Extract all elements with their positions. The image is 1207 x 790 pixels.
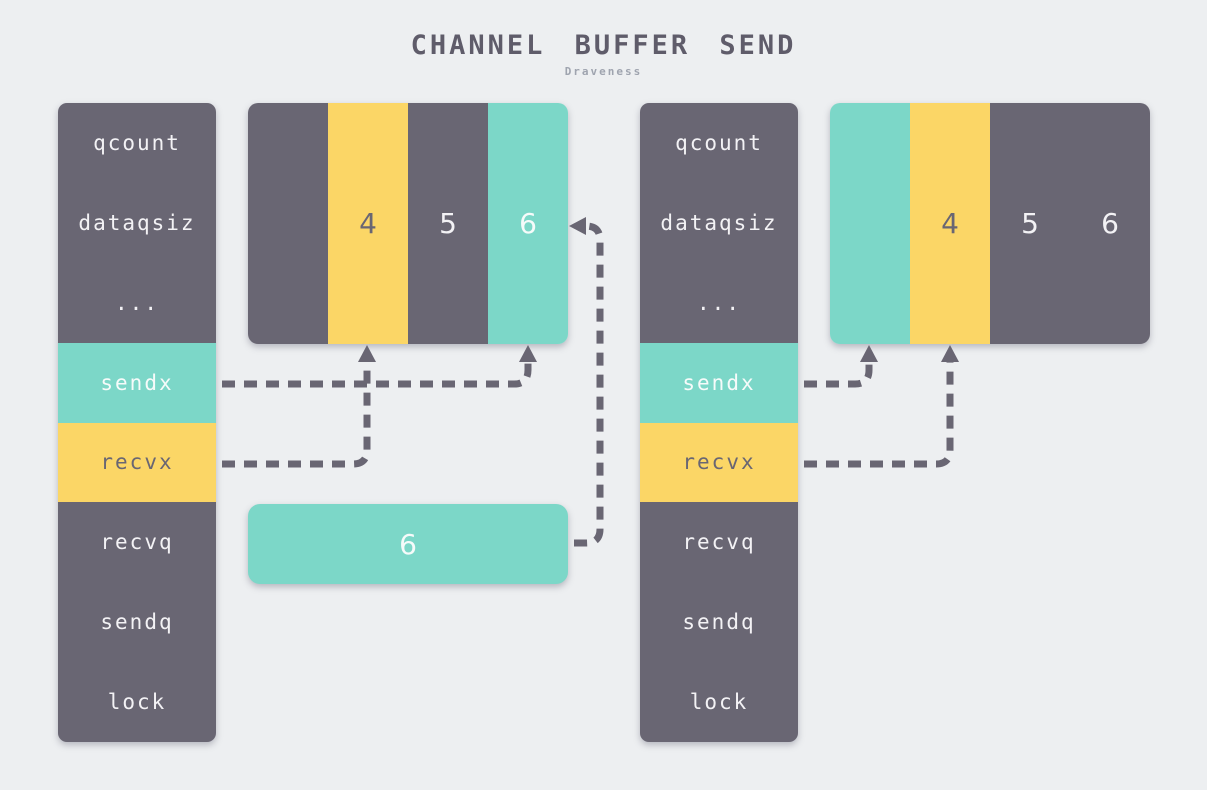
left-buffer-cell-1: 4 — [328, 103, 408, 344]
left-struct-field-recvq: recvq — [100, 530, 174, 555]
right-struct-field-ellipsis: ... — [697, 290, 741, 315]
left-buffer-cell-0 — [248, 103, 328, 344]
left-buffer-array: 4 5 6 — [248, 103, 568, 344]
right-buffer-cell-2: 5 — [990, 103, 1070, 344]
right-struct-field-sendq: sendq — [682, 610, 756, 635]
right-struct-field-sendx: sendx — [640, 342, 798, 423]
left-buffer-cell-3: 6 — [488, 103, 568, 344]
left-struct-field-dataqsiz: dataqsiz — [78, 210, 196, 235]
diagram-subtitle: Draveness — [564, 65, 643, 78]
left-buffer-cell-2: 5 — [408, 103, 488, 344]
left-struct-field-sendq: sendq — [100, 610, 174, 635]
left-struct-field-ellipsis: ... — [115, 290, 159, 315]
right-struct-field-qcount: qcount — [675, 130, 763, 155]
right-struct-field-lock: lock — [689, 690, 749, 715]
right-channel-struct: qcount dataqsiz ... sendx recvx recvq se… — [640, 103, 798, 742]
arrow-value-box-to-cell3 — [569, 217, 604, 547]
sent-value-box: 6 — [248, 504, 568, 584]
arrow-right-recvx-to-cell1 — [804, 345, 959, 468]
left-struct-field-qcount: qcount — [93, 130, 181, 155]
diagram-title: CHANNEL BUFFER SEND — [410, 30, 797, 61]
right-buffer-cell-1: 4 — [910, 103, 990, 344]
right-struct-field-recvq: recvq — [682, 530, 756, 555]
left-struct-field-lock: lock — [107, 690, 167, 715]
right-struct-field-dataqsiz: dataqsiz — [660, 210, 778, 235]
left-channel-struct: qcount dataqsiz ... sendx recvx recvq se… — [58, 103, 216, 742]
right-struct-field-recvx: recvx — [640, 422, 798, 503]
right-buffer-array: 4 5 6 — [830, 103, 1150, 344]
left-struct-field-recvx: recvx — [58, 422, 216, 503]
right-buffer-cell-0 — [830, 103, 910, 344]
right-buffer-cell-3: 6 — [1070, 103, 1150, 344]
arrow-left-sendx-to-cell3 — [222, 345, 537, 388]
arrow-left-recvx-to-cell1 — [222, 345, 376, 468]
arrow-right-sendx-to-cell0 — [804, 345, 878, 388]
left-struct-field-sendx: sendx — [58, 342, 216, 423]
